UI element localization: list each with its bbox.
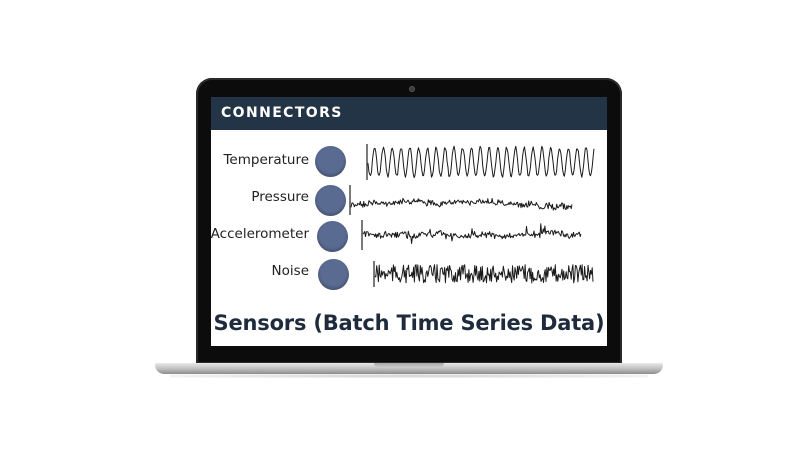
sensor-waveform-accelerometer [361, 220, 582, 250]
laptop-shadow [170, 374, 648, 378]
sensor-waveform-noise [373, 261, 594, 287]
waveform-line [350, 197, 573, 211]
waveform-line [374, 264, 594, 284]
connectors-header: CONNECTORS [211, 97, 607, 130]
sensor-label-noise: Noise [271, 263, 309, 279]
laptop-base [155, 363, 663, 374]
laptop-screen: CONNECTORS Temperature Pressure Accelero… [211, 97, 607, 346]
waveform-line [367, 145, 595, 178]
footer-title: Sensors (Batch Time Series Data) [213, 311, 605, 335]
sensor-node-icon [315, 185, 346, 216]
sensor-waveform-temperature [366, 144, 595, 180]
sensor-label-temperature: Temperature [223, 152, 309, 168]
sensor-row-pressure: Pressure [211, 181, 607, 217]
sensor-node-icon [317, 221, 348, 252]
sensor-node-icon [318, 259, 349, 290]
sensor-label-accelerometer: Accelerometer [211, 226, 309, 242]
camera-icon [409, 86, 415, 92]
sensor-row-accelerometer: Accelerometer [211, 218, 607, 254]
sensor-row-noise: Noise [211, 255, 607, 291]
header-title: CONNECTORS [221, 105, 343, 121]
sensor-row-temperature: Temperature [211, 144, 607, 180]
sensor-label-pressure: Pressure [251, 189, 309, 205]
sensor-node-icon [315, 146, 346, 177]
waveform-line [362, 223, 582, 244]
laptop-base-notch [374, 363, 444, 368]
sensor-waveform-pressure [349, 185, 573, 215]
